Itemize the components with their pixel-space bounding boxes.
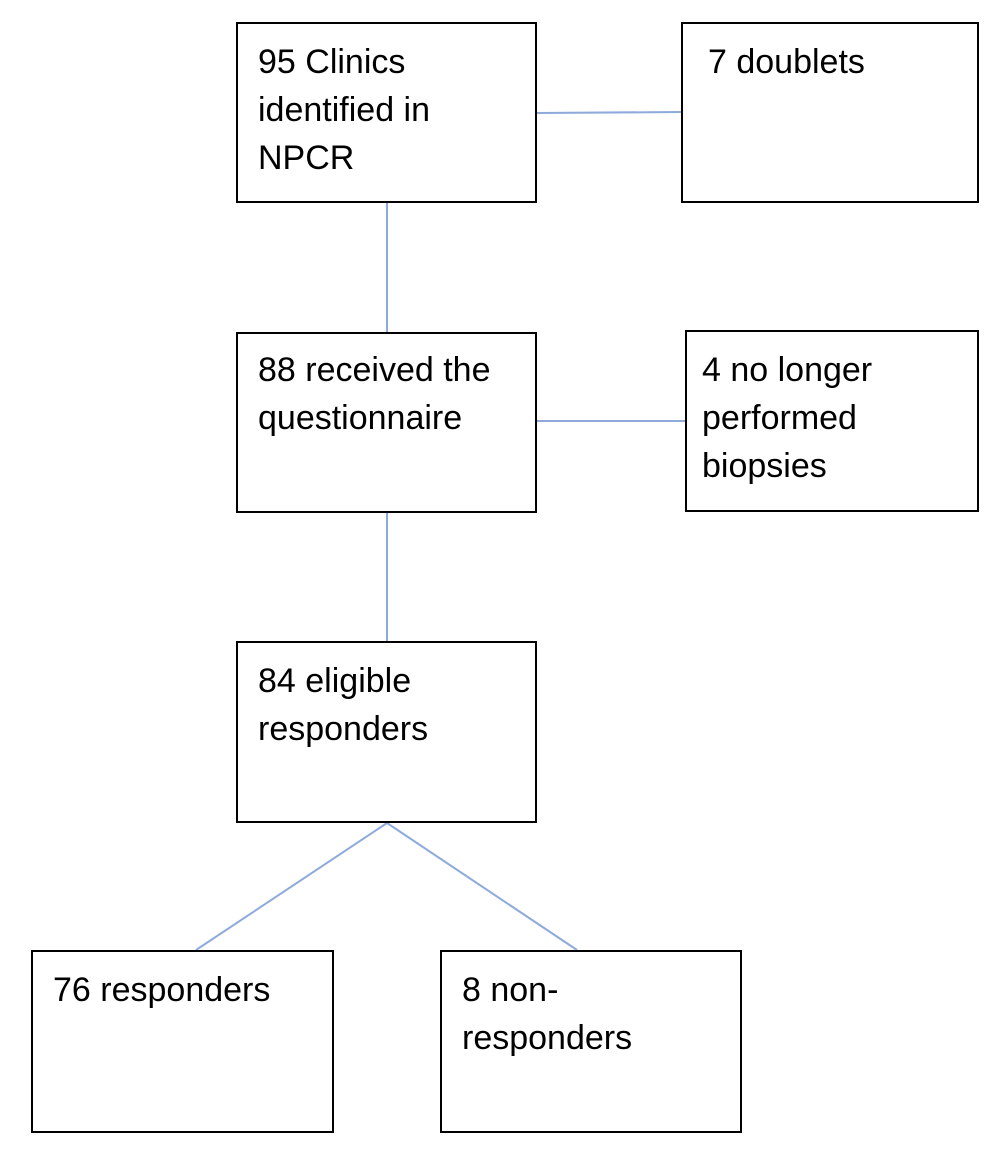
connector-clinics-to-doublets [536, 111, 682, 114]
connector-eligible-to-non-responders [386, 822, 578, 951]
received-questionnaire-text: 88 received the questionnaire [258, 351, 491, 437]
responders-text: 76 responders [53, 971, 271, 1009]
received-questionnaire-box: 88 received the questionnaire [236, 332, 537, 513]
non-responders-box: 8 non- responders [440, 950, 742, 1133]
no-longer-performed-box: 4 no longer performed biopsies [685, 330, 979, 512]
doublets-box: 7 doublets [681, 22, 979, 203]
eligible-responders-box: 84 eligible responders [236, 641, 537, 823]
clinics-identified-box: 95 Clinics identified in NPCR [236, 22, 537, 203]
non-responders-text: 8 non- responders [462, 971, 633, 1057]
eligible-responders-text: 84 eligible responders [258, 662, 429, 748]
clinics-identified-text: 95 Clinics identified in NPCR [258, 43, 431, 177]
connector-eligible-to-responders [195, 822, 388, 951]
responders-box: 76 responders [31, 950, 334, 1133]
no-longer-performed-text: 4 no longer performed biopsies [702, 351, 873, 485]
doublets-text: 7 doublets [708, 43, 865, 81]
